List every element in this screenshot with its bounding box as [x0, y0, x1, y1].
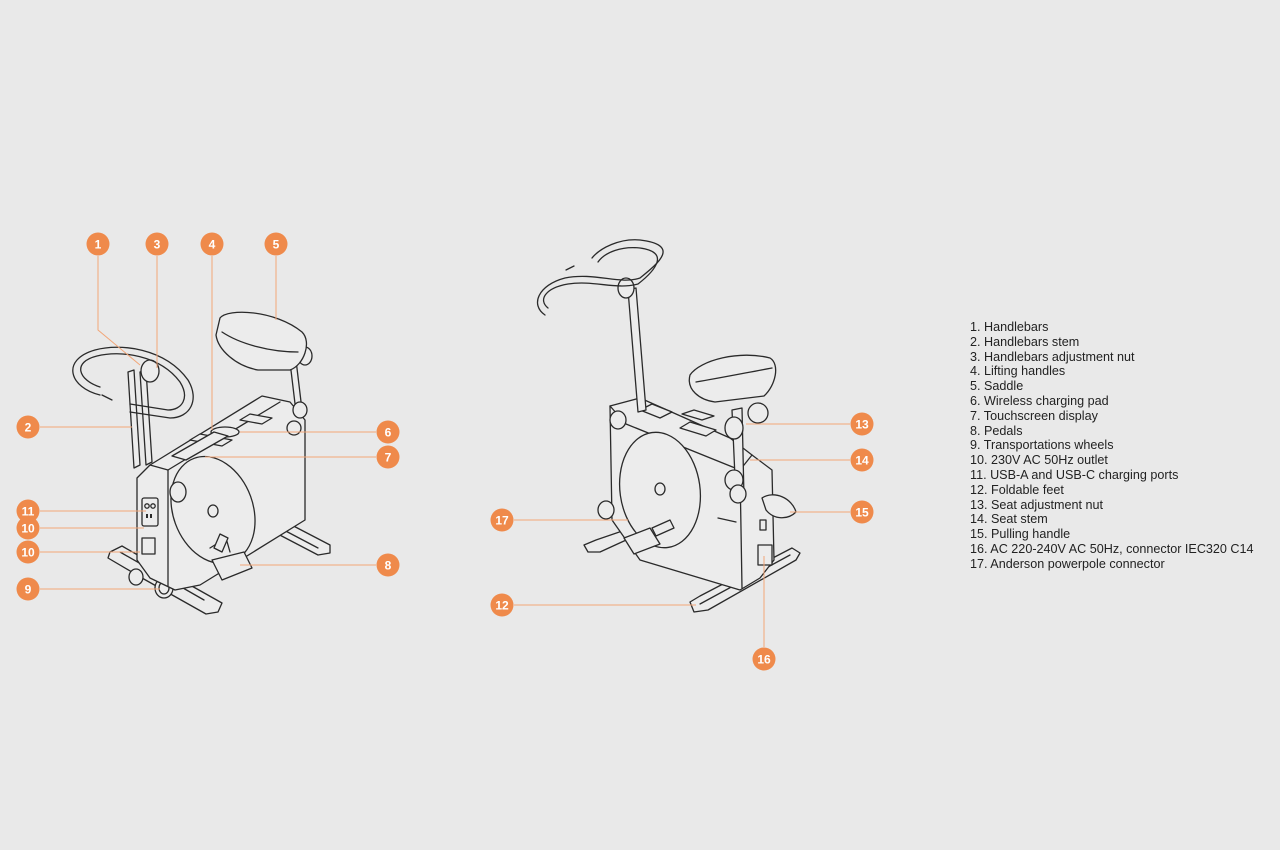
callout-16: 16	[752, 647, 776, 671]
callout-6: 6	[376, 420, 400, 444]
legend-item: 13. Seat adjustment nut	[970, 497, 1104, 512]
main-body-front	[136, 395, 306, 591]
legend-item: 16. AC 220-240V AC 50Hz, connector IEC32…	[970, 541, 1254, 556]
legend-item: 7. Touchscreen display	[970, 408, 1098, 423]
callout-8: 8	[376, 553, 400, 577]
callouts: 1 3 4 5 2 6 7 8	[16, 232, 874, 671]
callout-10b-label: 10	[21, 546, 35, 560]
callout-2-label: 2	[25, 421, 32, 435]
callout-11-label: 11	[22, 505, 35, 519]
callout-5-label: 5	[273, 238, 280, 252]
legend-item: 5. Saddle	[970, 379, 1024, 394]
handlebars-front	[72, 346, 194, 469]
legend-item: 15. Pulling handle	[970, 527, 1071, 542]
legend-item: 6. Wireless charging pad	[970, 393, 1109, 408]
legend-item: 3. Handlebars adjustment nut	[970, 349, 1135, 364]
legend-item: 14. Seat stem	[970, 512, 1048, 527]
callout-1: 1	[86, 232, 110, 256]
legend-item: 12. Foldable feet	[970, 482, 1064, 497]
callout-6-label: 6	[385, 426, 392, 440]
callout-16-label: 16	[757, 653, 771, 667]
callout-13-label: 13	[855, 418, 869, 432]
callout-7: 7	[376, 445, 400, 469]
leader-lines	[40, 256, 850, 647]
legend-item: 1. Handlebars	[970, 320, 1049, 334]
callout-8-label: 8	[385, 559, 392, 573]
callout-14-label: 14	[855, 454, 869, 468]
callout-15-label: 15	[855, 506, 869, 520]
legend-item: 4. Lifting handles	[970, 364, 1066, 379]
callout-3: 3	[145, 232, 169, 256]
callout-3-label: 3	[154, 238, 161, 252]
callout-11: 11	[16, 499, 40, 523]
callout-15: 15	[850, 500, 874, 524]
legend-item: 10. 230V AC 50Hz outlet	[970, 453, 1108, 468]
callout-4: 4	[200, 232, 224, 256]
saddle-rear	[688, 354, 777, 504]
callout-10a-label: 10	[21, 522, 35, 536]
callout-10a: 10	[16, 516, 40, 540]
handlebars-rear	[536, 239, 664, 413]
callout-1-label: 1	[95, 238, 102, 252]
callout-4-label: 4	[209, 238, 216, 252]
callout-9-label: 9	[25, 583, 32, 597]
callout-2: 2	[16, 415, 40, 439]
legend-item: 9. Transportations wheels	[970, 438, 1114, 453]
legend-item: 2. Handlebars stem	[970, 334, 1080, 349]
callout-12-label: 12	[495, 599, 509, 613]
legend-item: 8. Pedals	[970, 423, 1023, 438]
parts-legend: 1. Handlebars 2. Handlebars stem 3. Hand…	[970, 320, 1254, 572]
main-body-rear	[597, 397, 775, 591]
legend-item: 17. Anderson powerpole connector	[970, 556, 1165, 571]
callout-7-label: 7	[385, 451, 392, 465]
callout-14: 14	[850, 448, 874, 472]
callout-17-label: 17	[495, 514, 509, 528]
pedal-rear	[623, 519, 675, 555]
callout-9: 9	[16, 577, 40, 601]
bike-rear-view	[536, 239, 801, 613]
callout-10b: 10	[16, 540, 40, 564]
callout-17: 17	[490, 508, 514, 532]
callout-12: 12	[490, 593, 514, 617]
callout-13: 13	[850, 412, 874, 436]
pedal-front	[209, 533, 253, 581]
callout-5: 5	[264, 232, 288, 256]
bike-front-view	[72, 311, 331, 615]
legend-item: 11. USB-A and USB-C charging ports	[970, 467, 1179, 482]
